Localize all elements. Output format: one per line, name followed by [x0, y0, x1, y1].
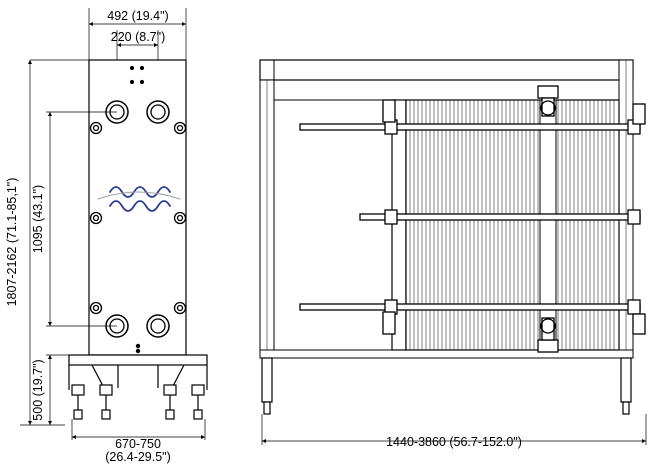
- dim-height-ports: 1095 (43.1"): [31, 185, 45, 253]
- tightening-bolts-side: [299, 119, 641, 315]
- dim-footprint-in: (26.4-29.5"): [105, 450, 171, 464]
- alfa-laval-logo-icon: [97, 186, 181, 212]
- base-frame: [68, 343, 208, 420]
- dim-footprint-mm: 670-750: [115, 437, 161, 451]
- support-legs: [261, 357, 632, 415]
- frame-plate: [88, 59, 187, 356]
- side-view: [259, 59, 647, 445]
- dim-width-ports: 220 (8.7"): [111, 30, 165, 44]
- dim-width-overall: 492 (19.4"): [107, 9, 168, 23]
- guiding-bar: [259, 349, 634, 359]
- dim-side-length: 1440-3860 (56.7-152.0"): [386, 435, 522, 449]
- dim-height-frame: 500 (19.7"): [31, 359, 45, 420]
- front-view: [20, 8, 208, 440]
- tightening-bolts: [89, 121, 187, 315]
- port-lower-right: [146, 314, 170, 338]
- port-upper-right: [146, 100, 170, 124]
- carrying-bar: [259, 59, 634, 81]
- port-nozzles: [382, 85, 646, 353]
- dim-height-total: 1807-2162 (71.1-85,1"): [5, 178, 19, 307]
